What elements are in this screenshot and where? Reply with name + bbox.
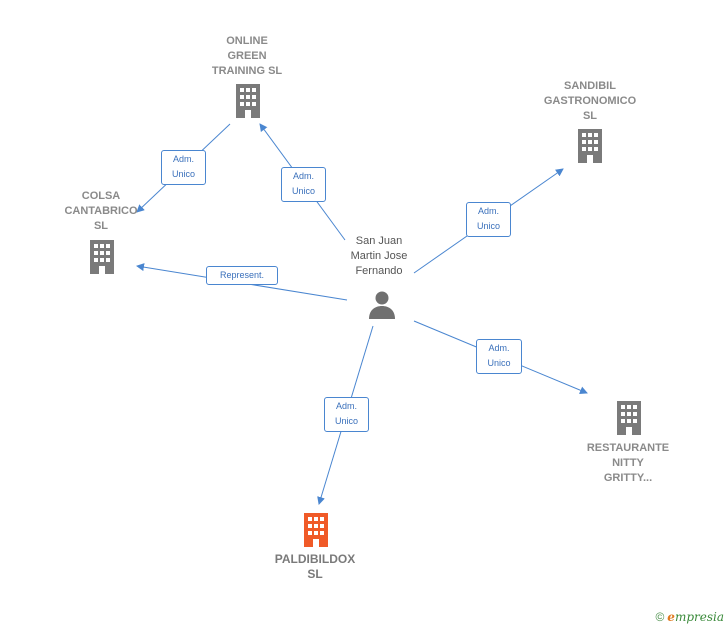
building-icon[interactable] (88, 240, 116, 274)
relation-label-online-colsa: Adm. Unico (161, 150, 206, 185)
relation-label-person-colsa: Represent. (206, 266, 278, 285)
building-icon[interactable] (234, 84, 262, 118)
company-name-restaurante[interactable]: RESTAURANTE NITTY GRITTY... (586, 442, 670, 484)
person-name[interactable]: San Juan Martin Jose Fernando (350, 235, 408, 277)
building-icon[interactable] (615, 401, 643, 435)
brand-initial: e (667, 610, 675, 624)
building-icon[interactable] (576, 129, 604, 163)
empresia-logo: ©empresia (655, 610, 724, 624)
company-name-paldibildox[interactable]: PALDIBILDOX SL (274, 552, 356, 581)
copyright-symbol: © (655, 610, 665, 624)
brand-name: mpresia (674, 610, 724, 624)
relation-label-person-sandibil: Adm. Unico (466, 202, 511, 237)
person-icon[interactable] (367, 290, 397, 320)
relation-label-person-paldibildox: Adm. Unico (324, 397, 369, 432)
company-name-colsa[interactable]: COLSA CANTABRICO SL (64, 190, 138, 232)
relation-label-person-online: Adm. Unico (281, 167, 326, 202)
relation-label-person-restaurante: Adm. Unico (476, 339, 522, 374)
company-name-online-green[interactable]: ONLINE GREEN TRAINING SL (211, 35, 283, 77)
building-icon[interactable] (302, 513, 330, 547)
company-name-sandibil[interactable]: SANDIBIL GASTRONOMICO SL (543, 80, 637, 122)
